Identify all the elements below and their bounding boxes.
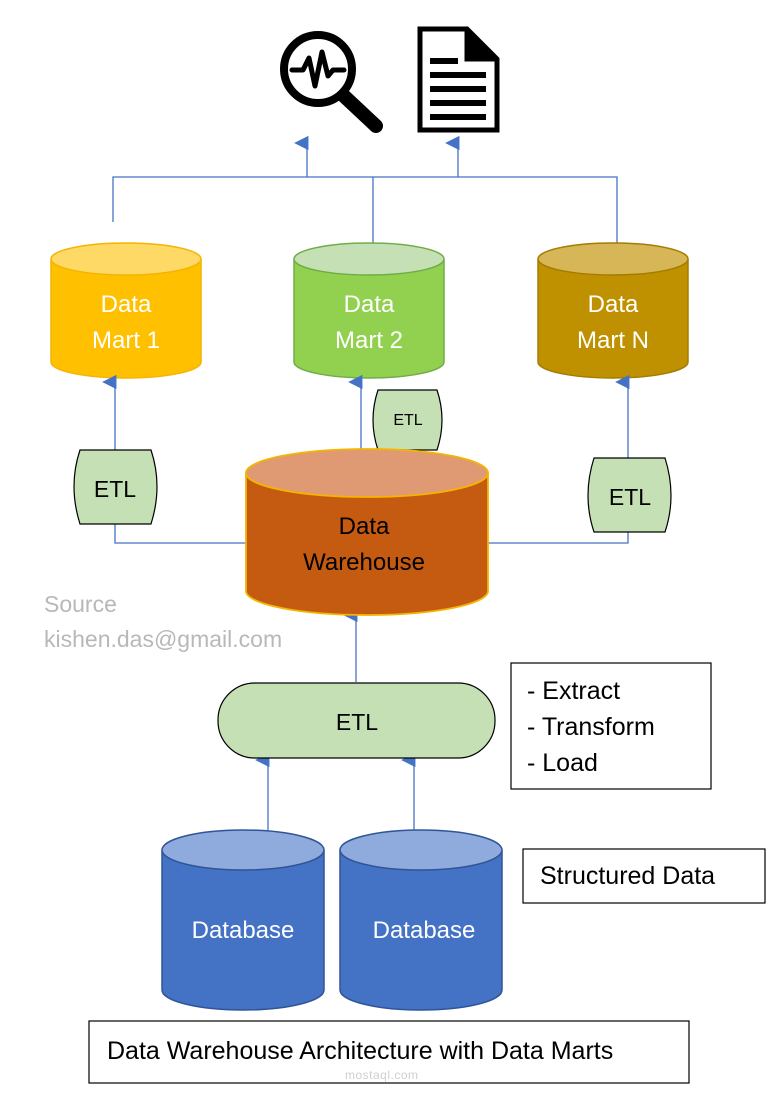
data-mart-n-line2: Mart N (577, 327, 649, 354)
etl-main-shape (217, 682, 496, 759)
data-mart-1-line1: Data (101, 291, 152, 318)
data-mart-1 (50, 242, 202, 379)
structured-data-label: Structured Data (540, 862, 716, 890)
warehouse-to-marts-connectors (102, 374, 630, 830)
etl-mart-n-shape (587, 457, 672, 533)
data-warehouse-line1: Data (339, 513, 390, 540)
database-2-cylinder (339, 829, 503, 1011)
diagram-caption: Data Warehouse Architecture with Data Ma… (107, 1037, 614, 1065)
data-warehouse-line2: Warehouse (303, 549, 425, 576)
source-label: Source (44, 591, 117, 617)
etl-mart-1-label: ETL (94, 476, 136, 502)
etl-mart-2-shape (372, 389, 443, 451)
source-email: kishen.das@gmail.com (44, 626, 283, 652)
database-1-cylinder (161, 829, 325, 1011)
data-mart-n-line1: Data (588, 291, 639, 318)
database-2-label: Database (373, 917, 476, 944)
data-mart-labels: Data Mart 1 Data Mart 2 Data Mart N (92, 291, 649, 354)
database-labels: Database Database (192, 917, 476, 944)
structured-data-box (522, 848, 766, 904)
analytics-magnifier-icon (280, 31, 383, 133)
etl-mart-2-label: ETL (393, 412, 422, 429)
etl-step-transform: - Transform (527, 713, 655, 741)
etl-steps-box (510, 662, 712, 790)
watermark: mostaql.com (345, 1068, 419, 1082)
etl-mart-n-label: ETL (609, 484, 651, 510)
data-mart-2-line2: Mart 2 (335, 327, 403, 354)
data-mart-2-line1: Data (344, 291, 395, 318)
etl-step-load: - Load (527, 749, 598, 777)
etl-main-label: ETL (336, 709, 378, 735)
caption-box (88, 1020, 690, 1084)
etl-small-labels: ETL ETL ETL (94, 412, 651, 510)
data-mart-2 (293, 242, 445, 379)
mart-to-icons-connectors (112, 135, 618, 248)
etl-step-extract: - Extract (527, 677, 621, 705)
data-warehouse-cylinder (245, 448, 489, 616)
data-mart-n (537, 242, 689, 379)
database-1-label: Database (192, 917, 295, 944)
data-warehouse-labels: Data Warehouse (303, 513, 425, 576)
etl-mart-1-shape (73, 449, 158, 525)
report-document-icon (417, 26, 500, 133)
data-mart-1-line2: Mart 1 (92, 327, 160, 354)
